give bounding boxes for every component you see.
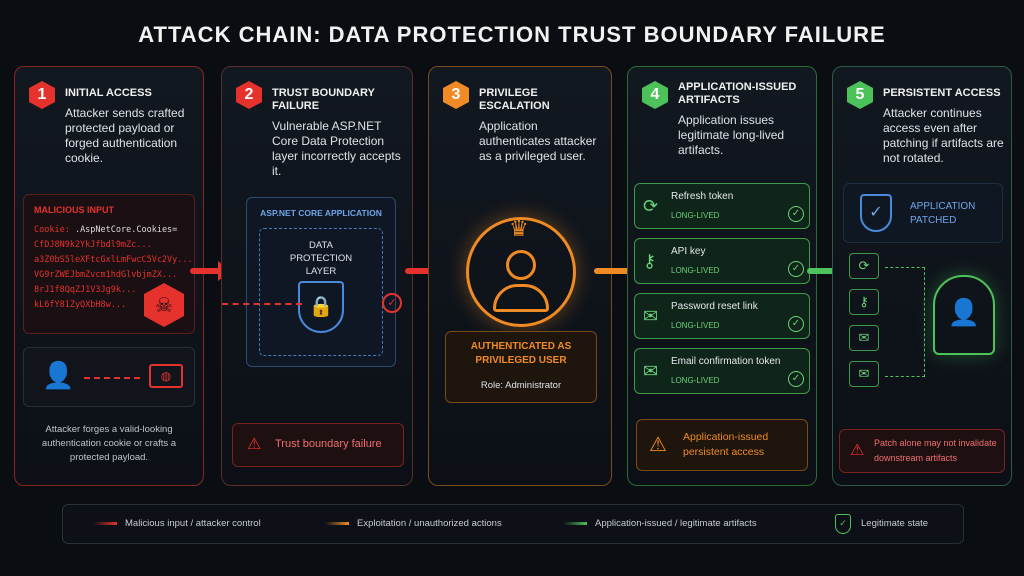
step-number: 2	[236, 81, 262, 109]
check-icon: ✓	[788, 206, 804, 222]
artifact-lifetime: LONG-LIVED	[671, 211, 720, 220]
patched-label: APPLICATION PATCHED	[910, 201, 976, 226]
auth-status: AUTHENTICATED AS PRIVILEGED USER	[470, 341, 572, 366]
connection-lines	[885, 267, 925, 377]
step-trust-boundary-failure: 2 TRUST BOUNDARY FAILURE Vulnerable ASP.…	[221, 66, 413, 486]
envelope-icon: ✉	[643, 306, 659, 326]
attacker-illustration: 👤 ◍	[23, 347, 195, 407]
refresh-icon: ⟳	[849, 253, 879, 279]
step-caption: Attacker forges a valid-looking authenti…	[41, 424, 177, 463]
step-title: TRUST BOUNDARY FAILURE	[272, 87, 375, 112]
step-number: 3	[443, 81, 469, 109]
cookie-line: a3Z0bS5leXFtcGxlLmFwcC5Vc2Vy...	[34, 255, 193, 265]
layer-label: DATA PROTECTION LAYER	[289, 240, 353, 277]
artifact-name: Refresh token	[671, 191, 734, 202]
step-number: 4	[642, 81, 668, 109]
artifact-lifetime: LONG-LIVED	[671, 266, 720, 275]
check-icon: ✓	[788, 316, 804, 332]
laptop-globe-icon: ◍	[149, 364, 183, 388]
key-icon: ⚷	[849, 289, 879, 315]
cookie-line: kL6fY81ZyQXbH8w...	[34, 300, 127, 310]
alert-text: Patch alone may not invalidate downstrea…	[874, 438, 997, 463]
step-application-issued-artifacts: 4 APPLICATION-ISSUED ARTIFACTS Applicati…	[627, 66, 817, 486]
cookie-name: .AspNetCore.Cookies=	[69, 225, 178, 235]
step-number: 5	[847, 81, 873, 109]
warning-icon: ⚠	[247, 436, 262, 453]
patch-warning-alert: ⚠ Patch alone may not invalidate downstr…	[839, 429, 1005, 473]
red-arrow	[190, 261, 230, 281]
envelope-icon: ✉	[849, 361, 879, 387]
aspnet-app-box: ASP.NET CORE APPLICATION DATA PROTECTION…	[246, 197, 396, 367]
step-description: Attacker continues access even after pat…	[883, 106, 1004, 165]
orange-arrow-swatch	[325, 522, 349, 525]
step-description: Vulnerable ASP.NET Core Data Protection …	[272, 119, 401, 178]
step-number: 1	[29, 81, 55, 109]
key-icon: ⚷	[643, 251, 657, 271]
step-initial-access: 1 INITIAL ACCESS Attacker sends crafted …	[14, 66, 204, 486]
legend: Malicious input / attacker control Explo…	[62, 504, 964, 544]
check-icon: ✓	[788, 261, 804, 277]
malicious-input-box: MALICIOUS INPUT Cookie: .AspNetCore.Cook…	[23, 194, 195, 334]
refresh-icon: ⟳	[643, 196, 659, 216]
artifact-name: Password reset link	[671, 301, 758, 312]
artifact-name: Email confirmation token	[671, 356, 781, 367]
step-title: PERSISTENT ACCESS	[883, 87, 1001, 99]
cookie-line: 8rJ1f8QqZJ1V3Jg9k...	[34, 285, 137, 295]
green-arrow-swatch	[563, 522, 587, 525]
check-icon: ✓	[788, 371, 804, 387]
legend-legitimate-artifacts: Application-issued / legitimate artifact…	[595, 518, 757, 529]
alert-text: Application-issued persistent access	[683, 431, 769, 458]
step-title: APPLICATION-ISSUED ARTIFACTS	[678, 81, 797, 106]
artifact-lifetime: LONG-LIVED	[671, 376, 720, 385]
shield-check-icon: ✓	[860, 194, 892, 232]
dashed-arrow	[222, 303, 302, 305]
cookie-key: Cookie:	[34, 225, 70, 235]
warning-icon: ⚠	[850, 442, 865, 459]
hooded-attacker-icon: 👤	[42, 360, 75, 390]
dashed-arrow	[84, 377, 140, 379]
cookie-line: CfDJ8N9k2YkJfbdl9mZc...	[34, 240, 152, 250]
shield-check-icon: ✓	[835, 514, 851, 534]
step-title: PRIVILEGE ESCALATION	[479, 87, 550, 112]
orange-arrow	[594, 261, 640, 281]
alert-text: Trust boundary failure	[275, 438, 382, 450]
step-persistent-access: 5 PERSISTENT ACCESS Attacker continues a…	[832, 66, 1012, 486]
green-arrow	[807, 261, 845, 281]
shield-lock-icon: 🔒	[298, 281, 344, 333]
envelope-icon: ✉	[643, 361, 659, 381]
legend-legitimate-state: Legitimate state	[861, 518, 929, 529]
red-arrow-swatch	[93, 522, 117, 525]
page-title: ATTACK CHAIN: DATA PROTECTION TRUST BOUN…	[138, 22, 886, 47]
data-protection-layer: DATA PROTECTION LAYER 🔒	[259, 228, 383, 356]
application-patched: ✓ APPLICATION PATCHED	[843, 183, 1003, 243]
envelope-icon: ✉	[849, 325, 879, 351]
role-text: Role: Administrator	[480, 380, 562, 391]
privileged-user-icon: ♛	[466, 216, 576, 327]
step-description: Application authenticates attacker as a …	[479, 119, 597, 163]
crown-icon: ♛	[509, 216, 529, 241]
step-description: Attacker sends crafted protected payload…	[65, 106, 185, 165]
artifact-lifetime: LONG-LIVED	[671, 321, 720, 330]
malicious-input-label: MALICIOUS INPUT	[34, 205, 114, 215]
step-description: Application issues legitimate long-lived…	[678, 113, 785, 157]
persistent-access-alert: ⚠ Application-issued persistent access	[636, 419, 808, 471]
legend-exploitation: Exploitation / unauthorized actions	[357, 518, 502, 529]
cookie-line: VG9rZWEJbmZvcm1hdGlvbjmZX...	[34, 270, 178, 280]
check-circle-icon: ✓	[382, 293, 402, 313]
step-privilege-escalation: 3 PRIVILEGE ESCALATION Application authe…	[428, 66, 612, 486]
skull-icon: ☠	[144, 283, 184, 327]
warning-icon: ⚠	[649, 434, 667, 456]
hooded-attacker-icon: 👤	[933, 275, 995, 355]
trust-failure-alert: ⚠ Trust boundary failure	[232, 423, 404, 467]
legend-malicious: Malicious input / attacker control	[125, 518, 261, 529]
auth-status-box: AUTHENTICATED AS PRIVILEGED USER Role: A…	[445, 331, 597, 403]
artifact-name: API key	[671, 246, 706, 257]
step-title: INITIAL ACCESS	[65, 87, 152, 99]
app-label: ASP.NET CORE APPLICATION	[260, 208, 382, 218]
